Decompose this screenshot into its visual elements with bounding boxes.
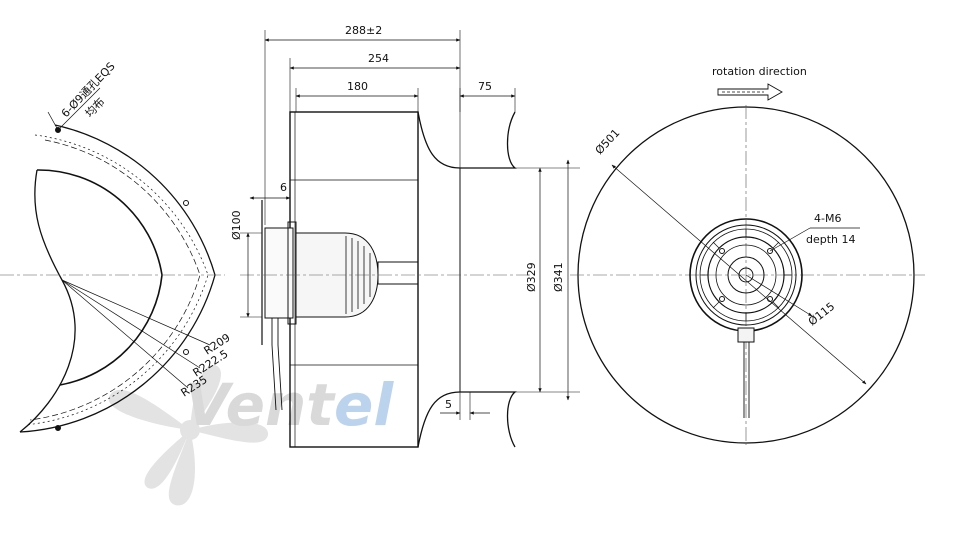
dim-label-288: 288±2 xyxy=(345,24,382,37)
side-view xyxy=(240,30,580,448)
bolt-circle-222 xyxy=(24,134,209,426)
fan-logo-icon xyxy=(108,364,269,506)
cut-line xyxy=(19,169,76,433)
watermark-part-gray: Vent xyxy=(185,371,336,439)
bolt-hole xyxy=(183,349,189,355)
m6-hole xyxy=(719,248,725,254)
cable xyxy=(271,318,283,411)
m6-hole xyxy=(767,296,773,302)
backplate-outer-arc xyxy=(19,124,216,433)
bolt-hole xyxy=(183,200,189,206)
dim-label-180: 180 xyxy=(347,80,368,93)
watermark-part-blue: el xyxy=(334,371,394,439)
dim-label-6: 6 xyxy=(280,181,287,194)
cable-gland xyxy=(737,327,755,343)
front-view xyxy=(570,83,925,445)
dim-115 xyxy=(745,274,813,317)
dim-label-341: Ø341 xyxy=(552,262,565,292)
dim-label-254: 254 xyxy=(368,52,389,65)
thread-note-label: 4-M6 xyxy=(814,212,841,225)
rotation-label: rotation direction xyxy=(712,65,807,78)
dim-label-329: Ø329 xyxy=(525,262,538,292)
bolt-hole xyxy=(55,425,61,431)
left-partial-view xyxy=(0,87,225,433)
dim-label-5: 5 xyxy=(445,398,452,411)
inlet-ring-top xyxy=(417,111,517,169)
m6-hole xyxy=(719,296,725,302)
bolt-circle-209 xyxy=(29,139,201,421)
dim-label-115: Ø115 xyxy=(806,300,837,329)
motor-flange xyxy=(264,227,294,319)
dim-label-501: Ø501 xyxy=(593,126,623,157)
thread-depth-label: depth 14 xyxy=(806,233,856,246)
dim-label-75: 75 xyxy=(478,80,492,93)
blade-ring-arc xyxy=(36,169,163,386)
watermark-text: Ventel xyxy=(185,371,394,439)
inlet-ring-bottom xyxy=(417,391,517,448)
dim-501 xyxy=(611,164,867,385)
watermark: Ventel xyxy=(108,364,394,506)
shaft xyxy=(377,261,419,285)
dim-label-100: Ø100 xyxy=(230,210,243,240)
